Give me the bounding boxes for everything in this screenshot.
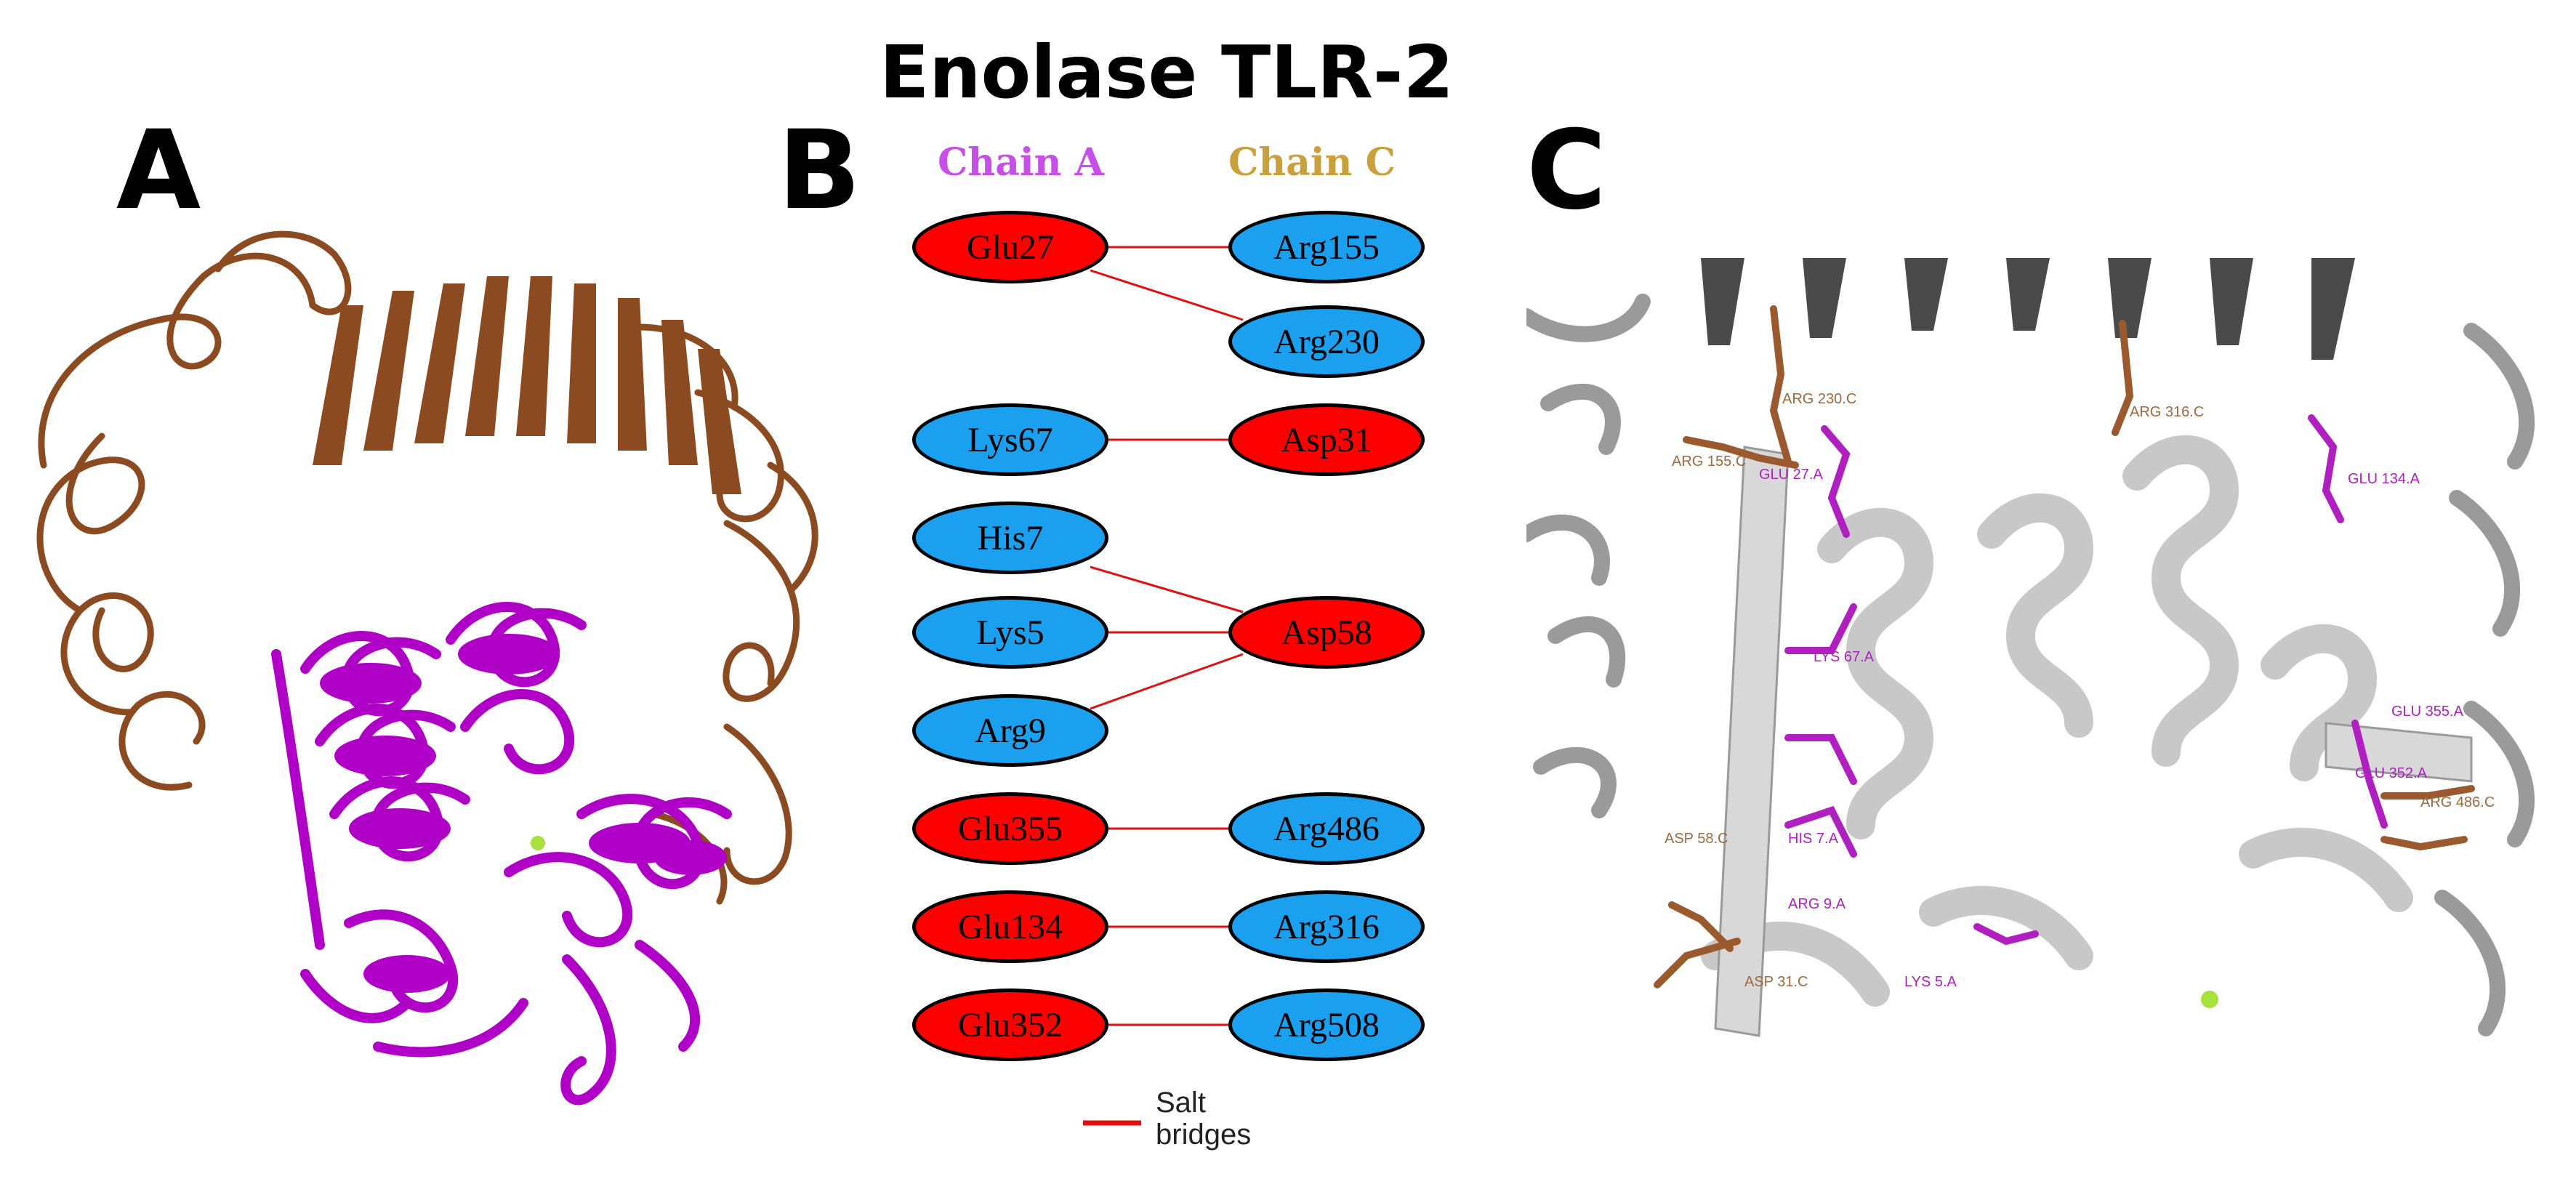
ligand-ion-a bbox=[531, 836, 545, 850]
label-lys67a: LYS 67.A bbox=[1814, 649, 1875, 665]
label-asp58c: ASP 58.C bbox=[1665, 831, 1728, 847]
label-glu27a: GLU 27.A bbox=[1759, 467, 1823, 483]
tlr2-top-strands bbox=[1701, 258, 2355, 360]
label-glu134a: GLU 134.A bbox=[2348, 471, 2420, 487]
node-arg508: Arg508 bbox=[1228, 988, 1425, 1061]
enolase-helices bbox=[320, 634, 727, 993]
label-lys5a: LYS 5.A bbox=[1904, 974, 1957, 990]
node-glu352: Glu352 bbox=[912, 988, 1108, 1061]
panel-a-structure bbox=[36, 230, 818, 1106]
enolase-side-chains bbox=[1784, 414, 2388, 946]
grey-ribbons bbox=[1526, 294, 2535, 1036]
panel-b-letter: B bbox=[778, 108, 861, 234]
node-glu134: Glu134 bbox=[912, 890, 1108, 963]
tlr2-header: TLR-2 bbox=[1221, 30, 1454, 115]
enolase-header: Enolase bbox=[880, 30, 1198, 115]
enolase-grey-helices bbox=[1701, 435, 2413, 1007]
label-arg9a: ARG 9.A bbox=[1788, 896, 1846, 912]
label-asp31c: ASP 31.C bbox=[1744, 974, 1808, 990]
node-arg155: Arg155 bbox=[1228, 211, 1425, 283]
chain-c-label: Chain C bbox=[1228, 140, 1396, 185]
panel-c-letter: C bbox=[1526, 108, 1607, 234]
ligand-ion-c bbox=[2201, 991, 2218, 1008]
node-asp31: Asp31 bbox=[1228, 403, 1425, 476]
label-arg155c: ARG 155.C bbox=[1672, 454, 1746, 470]
node-arg316: Arg316 bbox=[1228, 890, 1425, 963]
node-glu355: Glu355 bbox=[912, 792, 1108, 865]
node-glu27: Glu27 bbox=[912, 211, 1108, 283]
legend-line-1: Salt bbox=[1156, 1087, 1206, 1119]
chain-a-label: Chain A bbox=[938, 140, 1104, 185]
bond-arg9-asp58 bbox=[1090, 653, 1244, 710]
node-arg9: Arg9 bbox=[912, 694, 1108, 767]
label-arg316c: ARG 316.C bbox=[2130, 404, 2204, 420]
node-arg486: Arg486 bbox=[1228, 792, 1425, 865]
node-asp58: Asp58 bbox=[1228, 596, 1425, 669]
node-arg230: Arg230 bbox=[1228, 305, 1425, 378]
tlr2-beta-strands bbox=[313, 276, 741, 494]
panel-a-letter: A bbox=[116, 108, 201, 234]
label-glu355a: GLU 355.A bbox=[2391, 704, 2464, 720]
label-glu352a: GLU 352.A bbox=[2355, 765, 2428, 781]
legend-line-2: bridges bbox=[1156, 1119, 1252, 1151]
node-lys67: Lys67 bbox=[912, 403, 1108, 476]
structure-residue-labels: ARG 230.C ARG 316.C ARG 155.C GLU 27.A G… bbox=[1665, 391, 2495, 990]
node-lys5: Lys5 bbox=[912, 596, 1108, 669]
panel-c-structure: ARG 230.C ARG 316.C ARG 155.C GLU 27.A G… bbox=[1526, 258, 2551, 1050]
node-his7: His7 bbox=[912, 502, 1108, 574]
tlr2-side-chains bbox=[1654, 305, 2475, 988]
legend-label: Salt bridges bbox=[1156, 1087, 1251, 1151]
label-his7a: HIS 7.A bbox=[1788, 831, 1839, 847]
enolase-domain bbox=[271, 602, 732, 1106]
label-arg230c: ARG 230.C bbox=[1782, 391, 1856, 407]
label-arg486c: ARG 486.C bbox=[2420, 794, 2495, 810]
bond-his7-asp58 bbox=[1090, 565, 1244, 613]
bond-glu27-arg230 bbox=[1090, 269, 1244, 321]
